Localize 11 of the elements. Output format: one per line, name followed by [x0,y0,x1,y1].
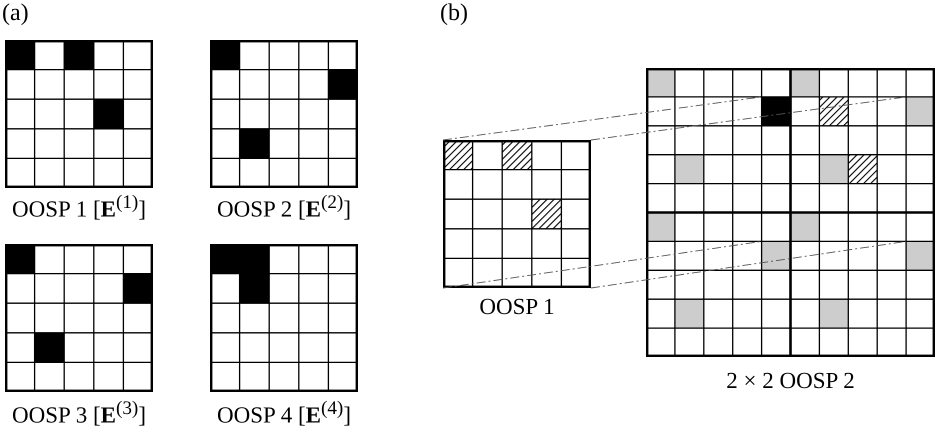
panel-label: (a) [2,0,29,27]
projection-line [590,240,907,288]
grid-caption: OOSP 1 [E$^{(1)}$] [11,191,147,223]
grid-caption: OOSP 4 [E$^{(4)}$] [216,397,352,429]
grid-caption: OOSP 1 [478,294,556,320]
grid-caption: OOSP 3 [E$^{(3)}$] [11,397,147,429]
panel-label: (b) [440,0,468,27]
projection-line [442,96,762,140]
projection-line [442,240,762,288]
grid-caption: 2 × 2 OOSP 2 [725,368,856,394]
grid-caption: OOSP 2 [E$^{(2)}$] [216,191,352,223]
